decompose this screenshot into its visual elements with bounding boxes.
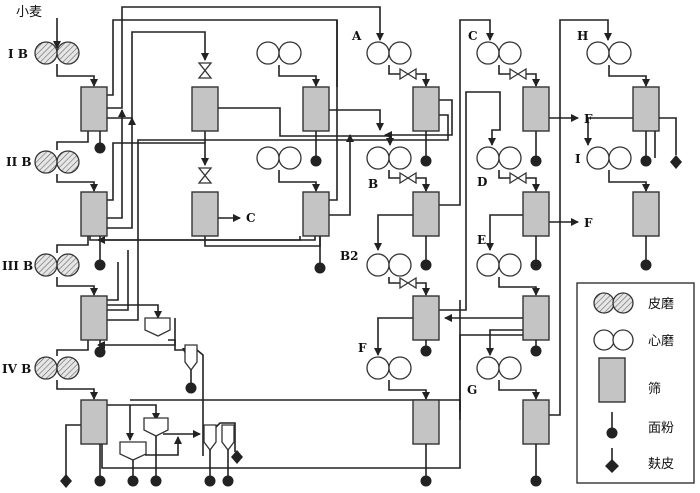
valve-icon — [399, 276, 417, 290]
sieve — [80, 191, 108, 237]
outputs — [60, 117, 682, 488]
purifier — [143, 417, 169, 437]
cyclone — [221, 424, 235, 452]
input-label: 小麦 — [16, 5, 42, 20]
labels: 小麦 I B II B III B IV B A B B2 F C D E G … — [2, 5, 593, 397]
mill-label-a: A — [351, 29, 362, 43]
purifier — [144, 317, 171, 337]
bran-diamond — [670, 155, 682, 169]
flour-dot — [530, 345, 542, 357]
cyclone — [203, 424, 217, 452]
sieve — [522, 86, 550, 132]
flour-dot — [420, 155, 432, 167]
sieve — [522, 191, 550, 237]
sieves — [80, 86, 660, 445]
sieve — [302, 191, 330, 237]
valves — [197, 62, 527, 290]
sieve — [191, 86, 219, 132]
mill-label-i: I — [575, 152, 581, 166]
reduction-mills — [256, 41, 632, 380]
legend-label-bran: 麸皮 — [648, 457, 674, 472]
mill-label-4b: IV B — [2, 362, 31, 376]
mill-label-3b: III B — [2, 259, 33, 273]
valve-icon — [509, 171, 527, 185]
sieve — [522, 295, 550, 341]
mill-label-b: B — [368, 177, 378, 191]
output-label-f1: F — [584, 112, 593, 126]
valve-icon — [197, 62, 213, 79]
valve-icon — [399, 67, 417, 81]
flour-dot — [530, 155, 542, 167]
mill-label-2b: II B — [6, 155, 32, 169]
mill-label-d: D — [477, 175, 487, 189]
flour-dot — [94, 346, 106, 358]
legend: 皮磨 心磨 筛 面粉 麸皮 — [576, 282, 695, 484]
sieve — [632, 86, 660, 132]
bran-diamond — [231, 450, 243, 464]
legend-label-flour: 面粉 — [648, 421, 674, 436]
sieve — [412, 295, 440, 341]
output-label-c: C — [246, 211, 256, 225]
flour-dot — [420, 475, 432, 487]
bran-diamond — [60, 474, 72, 488]
cyclone — [184, 344, 198, 372]
mill-label-e: E — [477, 233, 486, 247]
flour-dot — [310, 155, 322, 167]
break-mills — [34, 41, 80, 380]
sieve — [80, 295, 108, 341]
valve-icon — [399, 171, 417, 185]
flow-lines — [53, 6, 650, 478]
flour-dot — [314, 262, 326, 274]
sieve — [302, 86, 330, 132]
sieve — [632, 191, 660, 237]
legend-label-reduction-mill: 心磨 — [648, 334, 674, 349]
mill-label-b2: B2 — [340, 249, 359, 263]
output-label-f2: F — [584, 216, 593, 230]
sieve — [412, 399, 440, 445]
sieve — [80, 86, 108, 132]
sieve — [80, 399, 108, 445]
sieve — [522, 399, 550, 445]
mill-label-g: G — [467, 383, 477, 397]
valve-icon — [197, 167, 213, 184]
flour-dot — [204, 475, 216, 487]
legend-label-break-mill: 皮磨 — [648, 297, 674, 312]
flour-dot — [94, 142, 106, 154]
purifiers — [119, 317, 235, 478]
flour-dot — [530, 475, 542, 487]
flour-dot — [420, 259, 432, 271]
legend-label-sieve: 筛 — [648, 382, 661, 397]
sieve — [191, 191, 219, 237]
valve-icon — [509, 67, 527, 81]
mill-label-f: F — [358, 341, 367, 355]
flour-dot — [640, 259, 652, 271]
flour-dot — [150, 475, 162, 487]
flour-dot — [185, 382, 197, 394]
flour-dot — [420, 345, 432, 357]
flour-dot — [94, 475, 106, 487]
flour-dot — [530, 259, 542, 271]
mill-label-c: C — [468, 29, 478, 43]
flour-dot — [640, 155, 652, 167]
mill-label-h: H — [577, 29, 588, 43]
flour-dot — [94, 259, 106, 271]
flour-dot — [127, 475, 139, 487]
flour-dot — [222, 475, 234, 487]
mill-label-1b: I B — [8, 47, 28, 61]
sieve — [412, 191, 440, 237]
purifier — [119, 441, 147, 461]
sieve — [412, 86, 440, 132]
